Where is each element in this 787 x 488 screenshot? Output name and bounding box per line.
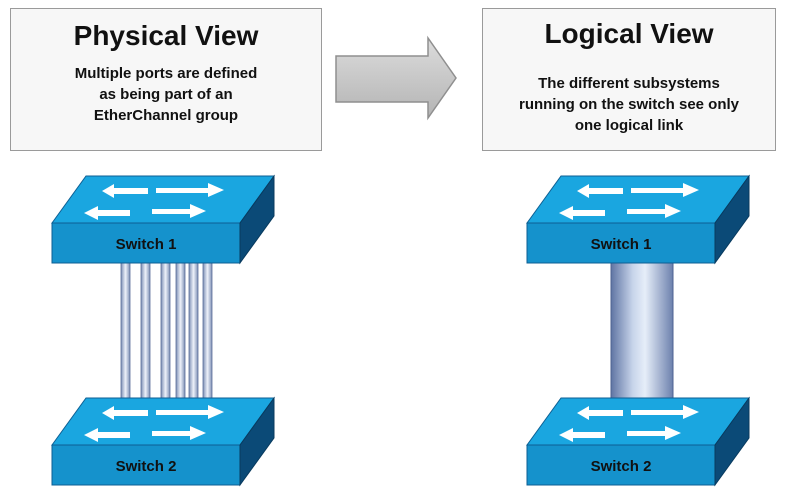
physical-desc-line-2: as being part of an bbox=[99, 86, 233, 103]
logical-switch-1: Switch 1 bbox=[526, 175, 750, 264]
physical-link-bundle bbox=[120, 261, 213, 401]
logical-desc-line-1: The different subsystems bbox=[538, 75, 720, 92]
port-link bbox=[188, 261, 199, 401]
physical-switch-1: Switch 1 bbox=[51, 175, 275, 264]
logical-desc-line-3: one logical link bbox=[574, 117, 684, 134]
port-link bbox=[140, 261, 151, 401]
switch-label: Switch 2 bbox=[591, 458, 652, 475]
logical-desc-line-2: running on the switch see only bbox=[518, 96, 740, 113]
port-link bbox=[120, 261, 131, 401]
logical-switch-2: Switch 2 bbox=[526, 397, 750, 486]
logical-view-panel: Logical View The different subsystems ru… bbox=[482, 8, 776, 151]
physical-desc-line-1: Multiple ports are defined bbox=[74, 65, 258, 82]
physical-view-title: Physical View bbox=[73, 20, 259, 51]
logical-view-title: Logical View bbox=[544, 18, 714, 49]
logical-view-description: The different subsystems running on the … bbox=[483, 73, 775, 136]
transition-arrow bbox=[335, 35, 457, 121]
switch-label: Switch 2 bbox=[116, 458, 177, 475]
physical-desc-line-3: EtherChannel group bbox=[93, 107, 239, 124]
port-link bbox=[160, 261, 171, 401]
switch-label: Switch 1 bbox=[591, 236, 652, 253]
physical-view-panel: Physical View Multiple ports are defined… bbox=[10, 8, 322, 151]
physical-view-description: Multiple ports are defined as being part… bbox=[11, 63, 321, 126]
port-link bbox=[202, 261, 213, 401]
physical-switch-2: Switch 2 bbox=[51, 397, 275, 486]
switch-label: Switch 1 bbox=[116, 236, 177, 253]
port-link bbox=[175, 261, 186, 401]
logical-link bbox=[610, 261, 674, 403]
